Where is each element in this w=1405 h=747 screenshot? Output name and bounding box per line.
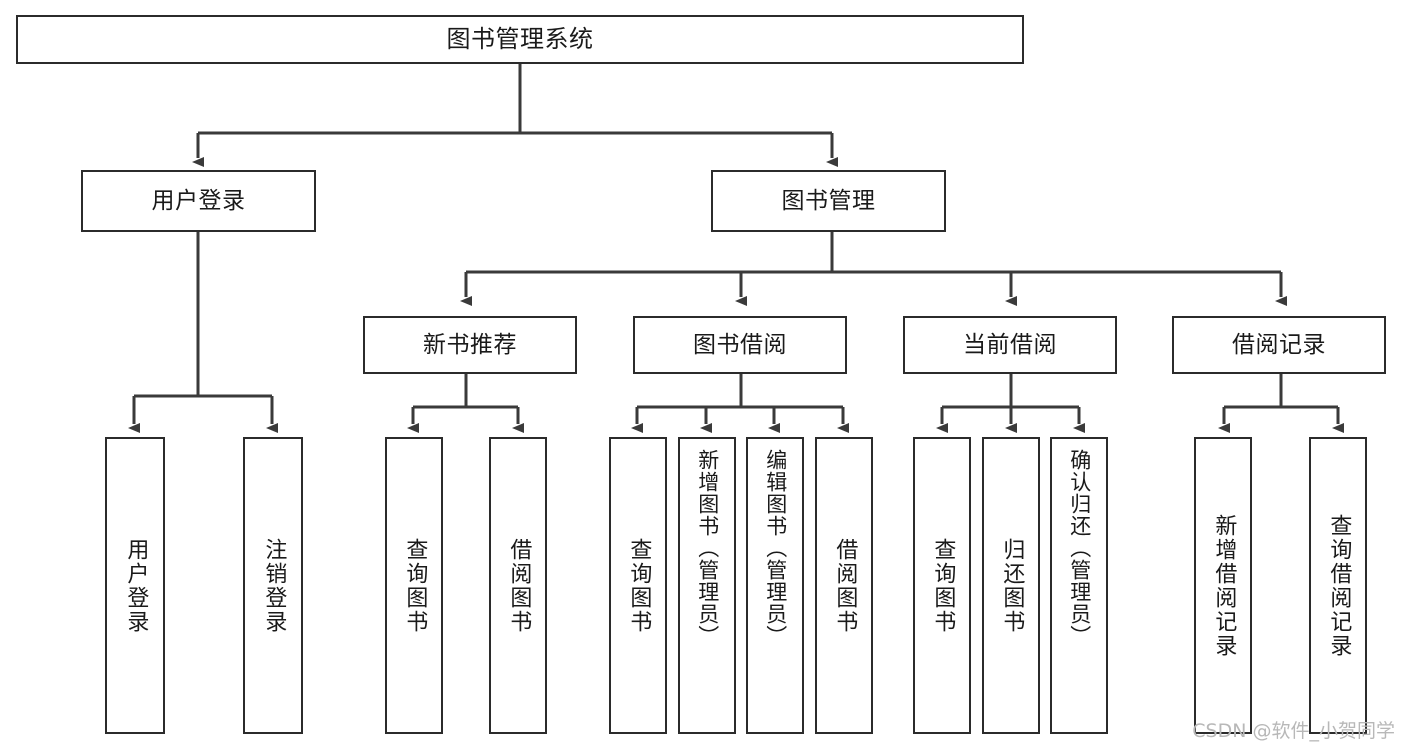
node-book-borrow[interactable]: 图书借阅 bbox=[633, 316, 847, 374]
node-user-login[interactable]: 用户登录 bbox=[81, 170, 316, 232]
leaf-query-book-current[interactable]: 查询图书 bbox=[913, 437, 971, 734]
node-label: 查询借阅记录 bbox=[1326, 513, 1352, 658]
leaf-query-book-recommend[interactable]: 查询图书 bbox=[385, 437, 443, 734]
node-label: 图书借阅 bbox=[693, 331, 787, 358]
node-label: 编辑图书（管理员） bbox=[763, 449, 788, 647]
leaf-borrow-book[interactable]: 借阅图书 bbox=[815, 437, 873, 734]
leaf-add-book-admin[interactable]: 新增图书（管理员） bbox=[678, 437, 736, 734]
leaf-return-book[interactable]: 归还图书 bbox=[982, 437, 1040, 734]
leaf-query-book-borrow[interactable]: 查询图书 bbox=[609, 437, 667, 734]
leaf-user-login[interactable]: 用户登录 bbox=[105, 437, 165, 734]
node-label: 查询图书 bbox=[930, 537, 956, 634]
node-label: 借阅图书 bbox=[506, 537, 532, 634]
leaf-logout[interactable]: 注销登录 bbox=[243, 437, 303, 734]
node-label: 新书推荐 bbox=[423, 331, 517, 358]
leaf-add-borrow-record[interactable]: 新增借阅记录 bbox=[1194, 437, 1252, 734]
node-current-borrow[interactable]: 当前借阅 bbox=[903, 316, 1117, 374]
node-label: 图书管理系统 bbox=[446, 24, 594, 53]
leaf-confirm-return-admin[interactable]: 确认归还（管理员） bbox=[1050, 437, 1108, 734]
node-label: 归还图书 bbox=[999, 537, 1025, 634]
leaf-borrow-book-recommend[interactable]: 借阅图书 bbox=[489, 437, 547, 734]
node-label: 查询图书 bbox=[626, 537, 652, 634]
leaf-edit-book-admin[interactable]: 编辑图书（管理员） bbox=[746, 437, 804, 734]
node-label: 新增图书（管理员） bbox=[695, 449, 720, 647]
node-new-book-recommend[interactable]: 新书推荐 bbox=[363, 316, 577, 374]
node-borrow-record[interactable]: 借阅记录 bbox=[1172, 316, 1386, 374]
leaf-query-borrow-record[interactable]: 查询借阅记录 bbox=[1309, 437, 1367, 734]
node-label: 图书管理 bbox=[781, 187, 876, 214]
node-label: 确认归还（管理员） bbox=[1067, 449, 1092, 647]
node-label: 当前借阅 bbox=[963, 331, 1057, 358]
node-label: 注销登录 bbox=[261, 537, 287, 634]
node-label: 用户登录 bbox=[123, 537, 149, 634]
node-label: 借阅图书 bbox=[832, 537, 858, 634]
node-root-system[interactable]: 图书管理系统 bbox=[16, 15, 1024, 64]
csdn-watermark: CSDN @软件_小贺同学 bbox=[1192, 720, 1395, 742]
node-label: 用户登录 bbox=[151, 187, 246, 214]
node-label: 新增借阅记录 bbox=[1211, 513, 1237, 658]
node-label: 查询图书 bbox=[402, 537, 428, 634]
node-label: 借阅记录 bbox=[1232, 331, 1326, 358]
node-book-management[interactable]: 图书管理 bbox=[711, 170, 946, 232]
